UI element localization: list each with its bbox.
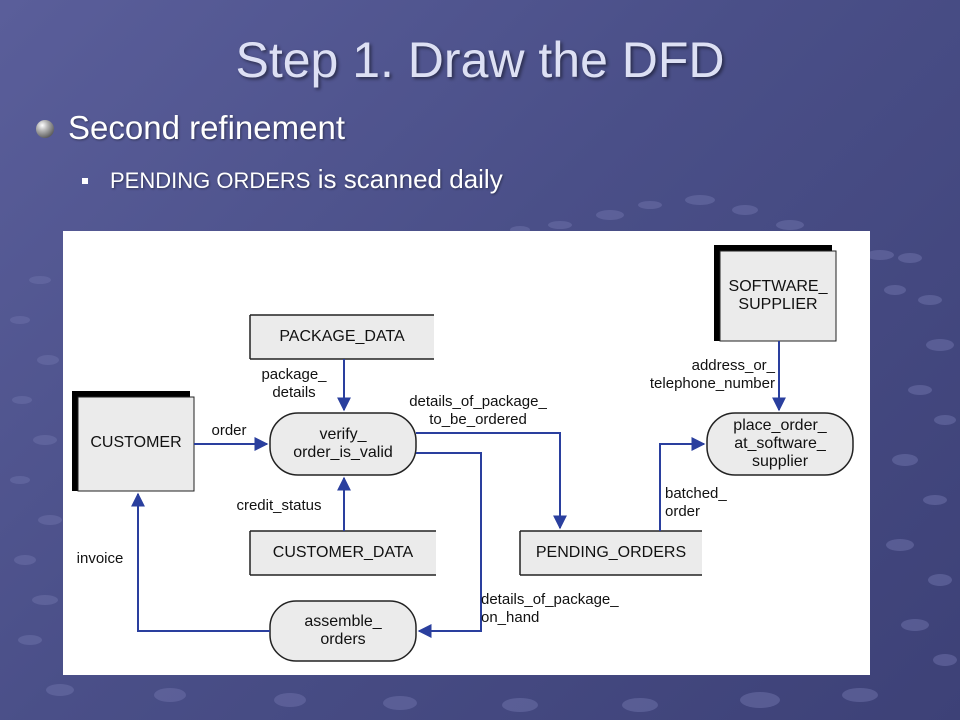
verify-process	[269, 412, 417, 476]
supplier-entity	[719, 250, 837, 342]
to-be-ordered-flow-label: details_of_package_ to_be_ordered	[409, 393, 547, 428]
batched-order-flow-label: batched_ order	[665, 485, 727, 520]
bullet-pending-orders: PENDING ORDERS is scanned daily	[110, 162, 503, 198]
flow-on-hand	[416, 452, 482, 638]
dfd-diagram-panel: CUSTOMER SOFTWARE_ SUPPLIER PACKAGE_DATA…	[63, 231, 870, 675]
package-data-label: PACKAGE_DATA	[279, 328, 405, 345]
pending-orders-label: PENDING_ORDERS	[535, 544, 687, 561]
bullet-second-refinement: Second refinement	[68, 109, 346, 146]
customer-label: CUSTOMER	[90, 434, 182, 451]
dfd-diagram	[72, 245, 854, 662]
pending-orders-store	[520, 531, 702, 575]
assemble-process-label: assemble_ orders	[304, 613, 382, 648]
package-data-store	[250, 315, 434, 359]
bullet-term: PENDING ORDERS	[110, 168, 311, 193]
sphere-bullet-icon	[36, 120, 54, 138]
customer-entity	[77, 396, 195, 492]
software-supplier-label: SOFTWARE_ SUPPLIER	[728, 278, 828, 313]
credit-status-flow-label: credit_status	[236, 497, 322, 514]
place-order-process	[706, 412, 854, 476]
square-bullet-icon	[82, 178, 88, 184]
customer-data-store	[250, 531, 436, 575]
invoice-flow-label: invoice	[76, 550, 124, 567]
flow-invoice	[131, 492, 270, 632]
package-details-flow-label: package_ details	[261, 366, 327, 401]
slide-title: Step 1. Draw the DFD	[235, 32, 725, 88]
bullet-rest: is scanned daily	[310, 164, 503, 194]
order-flow-label: order	[211, 422, 247, 439]
on-hand-flow-label: details_of_package_ on_hand	[481, 591, 619, 626]
flow-to-be-ordered	[416, 432, 567, 530]
flow-batched-order	[659, 437, 706, 531]
customer-data-label: CUSTOMER_DATA	[272, 544, 414, 561]
address-flow-label: address_or_ telephone_number	[649, 357, 775, 392]
verify-process-label: verify_ order_is_valid	[293, 426, 393, 461]
place-order-process-label: place_order_ at_software_ supplier	[733, 417, 827, 470]
